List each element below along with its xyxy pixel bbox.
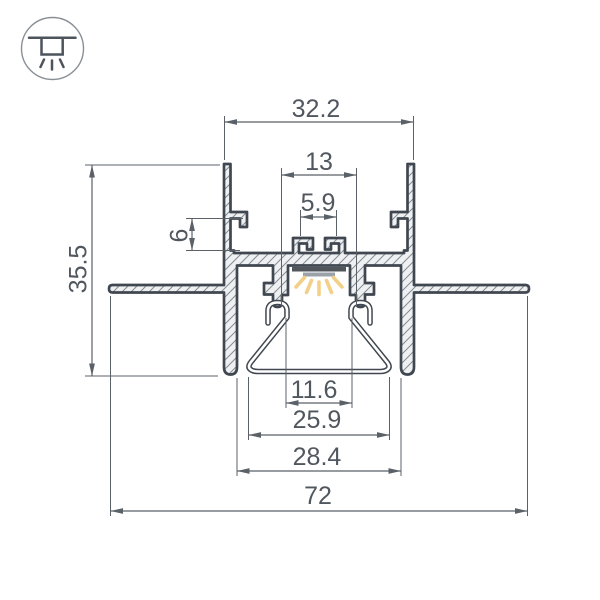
icon-light-rays <box>39 58 65 71</box>
arrow-right <box>401 119 414 125</box>
dimension-overall-width: 72 <box>110 296 528 516</box>
dim-label-35-5: 35.5 <box>65 245 93 294</box>
led-pcb-bar <box>303 272 335 277</box>
arrow-right <box>339 400 352 406</box>
arrow-left <box>224 119 237 125</box>
dim-label-13: 13 <box>305 148 333 176</box>
arrow-up <box>89 165 95 178</box>
dim-label-32-2: 32.2 <box>292 95 341 123</box>
arrow-right <box>377 432 390 438</box>
arrow-left <box>237 468 250 474</box>
led-strip <box>292 267 346 297</box>
dimension-flange-span: 32.2 <box>224 95 414 160</box>
arrow-left <box>110 508 123 514</box>
arrow-right <box>388 468 401 474</box>
light-rays <box>294 275 344 297</box>
dimension-clamp-gap: 6 <box>166 218 243 251</box>
icon-lamp-box <box>40 36 64 56</box>
arrow-left <box>281 172 294 178</box>
recessed-light-icon <box>20 16 85 81</box>
dimension-diffuser-width: 25.9 <box>248 377 390 440</box>
dimension-channel-width: 13 <box>281 148 357 307</box>
dimension-body-width: 28.4 <box>236 378 402 476</box>
arrow-right <box>344 172 357 178</box>
icon-circle <box>20 16 85 81</box>
dim-label-72: 72 <box>304 482 332 510</box>
dim-label-5-9: 5.9 <box>301 189 336 217</box>
arrow-down <box>89 363 95 376</box>
dim-label-25-9: 25.9 <box>293 406 342 434</box>
arrow-right <box>515 508 528 514</box>
dim-label-11-6: 11.6 <box>291 376 338 404</box>
diffuser <box>246 299 392 375</box>
dimension-led-slot: 5.9 <box>300 189 337 236</box>
dimension-hook-span: 11.6 <box>285 318 353 408</box>
arrow-left <box>248 432 261 438</box>
dimension-height: 35.5 <box>65 164 220 377</box>
dim-label-28-4: 28.4 <box>293 443 342 471</box>
dim-label-6: 6 <box>166 229 194 243</box>
led-strip-bar <box>292 267 346 272</box>
